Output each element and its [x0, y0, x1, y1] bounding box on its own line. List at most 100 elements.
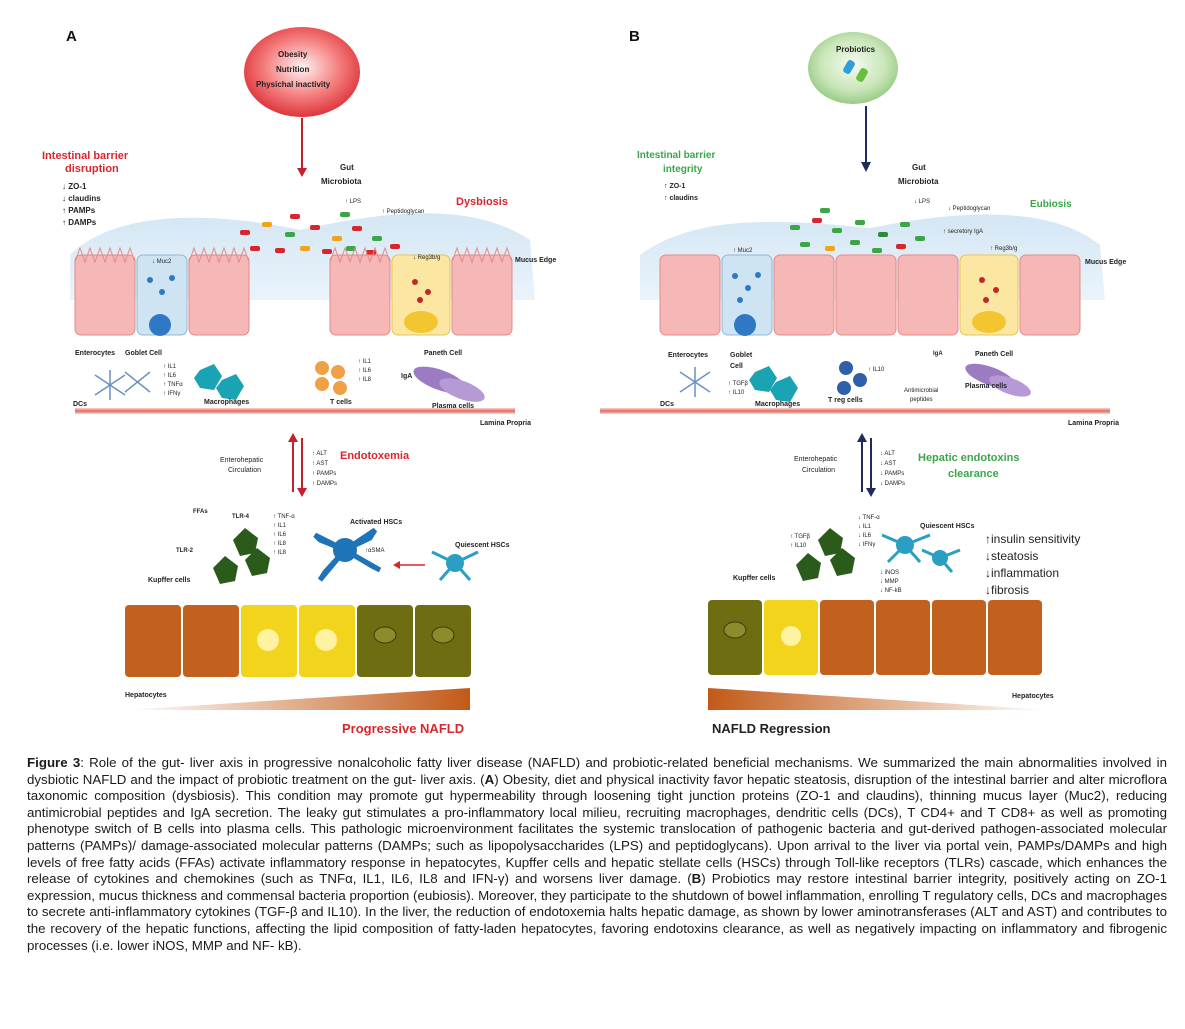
clearance-b-1: Hepatic endotoxins: [918, 452, 1020, 464]
tcells-a: T cells: [330, 399, 352, 406]
hsc-down-b-1: ↓ iNOS: [880, 570, 900, 576]
dc-cyto-b-2: ↑ IL10: [728, 390, 745, 396]
endo-marker-b-1: ↓ ALT: [880, 451, 895, 457]
barrier-item-b-2: ↑ claudins: [664, 195, 698, 202]
antimicrobial-b-1: Antimicrobial: [904, 388, 939, 394]
figure-caption: Figure 3: Role of the gut- liver axis in…: [27, 755, 1167, 954]
kupffer-cyto-a-1: ↑ TNF-α: [273, 514, 295, 520]
caption-a: A: [484, 771, 495, 787]
kupffer-down-b-1: ↓ TNF-α: [858, 515, 880, 521]
progressive-nafld-label: Progressive NAFLD: [342, 721, 465, 736]
quiescent-hscs-b: Quiescent HSCs: [920, 523, 975, 530]
enterocytes-b: Enterocytes: [668, 352, 709, 359]
tcell-cyto-a-3: ↑ IL8: [358, 377, 372, 383]
dc-cyto-a-4: ↑ IFNγ: [163, 391, 181, 397]
hsc-down-b-3: ↓ NF-kB: [880, 588, 902, 594]
asma-label: ↑αSMA: [365, 548, 385, 554]
treg-cyto-b: ↑ IL10: [868, 367, 885, 373]
muc2-label-b: ↑ Muc2: [733, 248, 753, 254]
entero-circ-a-1: Enterohepatic: [220, 457, 264, 464]
kupffer-down-b-2: ↓ IL1: [858, 524, 872, 530]
endo-marker-a-3: ↑ PAMPs: [312, 471, 337, 477]
kupffer-b: Kupffer cells: [733, 575, 776, 582]
caption-text-3: ) Probiotics may restore intestinal barr…: [27, 871, 1167, 953]
plasma-b: Plasma cells: [965, 383, 1008, 390]
hsc-down-b-2: ↓ MMP: [880, 579, 899, 585]
caption-b: B: [691, 871, 702, 887]
dysbiosis-label: Dysbiosis: [456, 196, 508, 208]
barrier-item-a-4: ↑ DAMPs: [62, 218, 97, 227]
endo-marker-a-4: ↑ DAMPs: [312, 481, 338, 487]
dc-cyto-a-1: ↑ IL1: [163, 364, 177, 370]
hepatocytes-b: Hepatocytes: [1012, 693, 1054, 700]
effect-b-2: ↓steatosis: [985, 549, 1039, 563]
secretory-iga-b: ↑ secretory IgA: [943, 229, 984, 235]
panel-a-letter: A: [66, 28, 77, 45]
eubiosis-label: Eubiosis: [1030, 199, 1072, 210]
figure-svg: [70, 27, 1110, 710]
cause-line-3: Physichal inactivity: [256, 80, 331, 89]
caption-text-2: ) Obesity, diet and physical inactivity …: [27, 771, 1167, 887]
effect-b-4: ↓fibrosis: [985, 583, 1030, 597]
barrier-item-a-1: ↓ ZO-1: [62, 182, 87, 191]
nafld-regression-label: NAFLD Regression: [712, 721, 831, 736]
caption-label: Figure 3: [27, 755, 81, 770]
paneth-b: Paneth Cell: [975, 351, 1014, 358]
muc2-label-a: ↓ Muc2: [152, 259, 172, 265]
kupffer-cyto-a-2: ↑ IL1: [273, 523, 287, 529]
kupffer-a: Kupffer cells: [148, 577, 191, 584]
goblet-b-1: Goblet: [730, 352, 753, 359]
kupffer-cyto-b-1: ↑ TGFβ: [790, 534, 811, 540]
antimicrobial-b-2: peptides: [910, 397, 933, 403]
gut-label-a: Gut: [340, 163, 354, 172]
lps-label-a: ↑ LPS: [345, 199, 362, 205]
enterocytes-a: Enterocytes: [75, 350, 116, 357]
kupffer-cyto-a-5: ↑ IL8: [273, 550, 287, 556]
endo-marker-a-2: ↑ AST: [312, 461, 329, 467]
endotoxemia-label: Endotoxemia: [340, 450, 410, 462]
dcs-a: DCs: [73, 401, 88, 408]
tcell-cyto-a-2: ↑ IL6: [358, 368, 372, 374]
plasma-a: Plasma cells: [432, 403, 475, 410]
goblet-b-2: Cell: [730, 363, 743, 370]
barrier-title-a-2: disruption: [65, 163, 119, 175]
ffas-label: FFAs: [193, 509, 208, 515]
kupffer-cyto-a-3: ↑ IL6: [273, 532, 287, 538]
tlr4-label: TLR-4: [232, 514, 249, 520]
kupffer-down-b-4: ↓ IFNγ: [858, 542, 876, 548]
clearance-b-2: clearance: [948, 468, 999, 480]
mucus-edge-a: Mucus Edge: [515, 257, 557, 264]
cause-line-1: Obesity: [278, 50, 308, 59]
barrier-item-b-1: ↑ ZO-1: [664, 183, 686, 190]
macrophages-b: Macrophages: [755, 401, 801, 408]
microbiota-label-b: Microbiota: [898, 177, 939, 186]
dc-cyto-a-2: ↑ IL6: [163, 373, 177, 379]
hepatocytes-a: Hepatocytes: [125, 692, 167, 699]
tlr2-label: TLR-2: [176, 548, 193, 554]
goblet-a: Goblet Cell: [125, 350, 162, 357]
dc-cyto-a-3: ↑ TNFα: [163, 382, 183, 388]
barrier-title-b-2: integrity: [663, 164, 703, 175]
reg-label-a: ↓ Reg3b/g: [413, 255, 441, 261]
peptido-label-b: ↓ Peptidoglycan: [948, 206, 991, 212]
barrier-title-a-1: Intestinal barrier: [42, 150, 129, 162]
probiotics-label: Probiotics: [836, 45, 876, 54]
figure-illustration: A Obesity Nutrition Physichal inactivity…: [42, 27, 1126, 736]
endo-marker-a-1: ↑ ALT: [312, 451, 327, 457]
endo-marker-b-2: ↓ AST: [880, 461, 897, 467]
entero-circ-b-1: Enterohepatic: [794, 456, 838, 463]
endo-marker-b-4: ↓ DAMPs: [880, 481, 906, 487]
lps-label-b: ↓ LPS: [914, 199, 931, 205]
dcs-b: DCs: [660, 401, 675, 408]
lamina-b: Lamina Propria: [1068, 420, 1119, 427]
effect-b-1: ↑insulin sensitivity: [985, 532, 1081, 546]
barrier-item-a-2: ↓ claudins: [62, 194, 101, 203]
reg-label-b: ↑ Reg3b/g: [990, 246, 1018, 252]
quiescent-hscs-a: Quiescent HSCs: [455, 542, 510, 549]
barrier-title-b-1: Intestinal barrier: [637, 150, 716, 161]
activated-hscs-label: Activated HSCs: [350, 519, 403, 526]
barrier-item-a-3: ↑ PAMPs: [62, 206, 96, 215]
kupffer-cyto-a-4: ↑ IL8: [273, 541, 287, 547]
treg-b: T reg cells: [828, 397, 863, 404]
kupffer-down-b-3: ↓ IL6: [858, 533, 872, 539]
